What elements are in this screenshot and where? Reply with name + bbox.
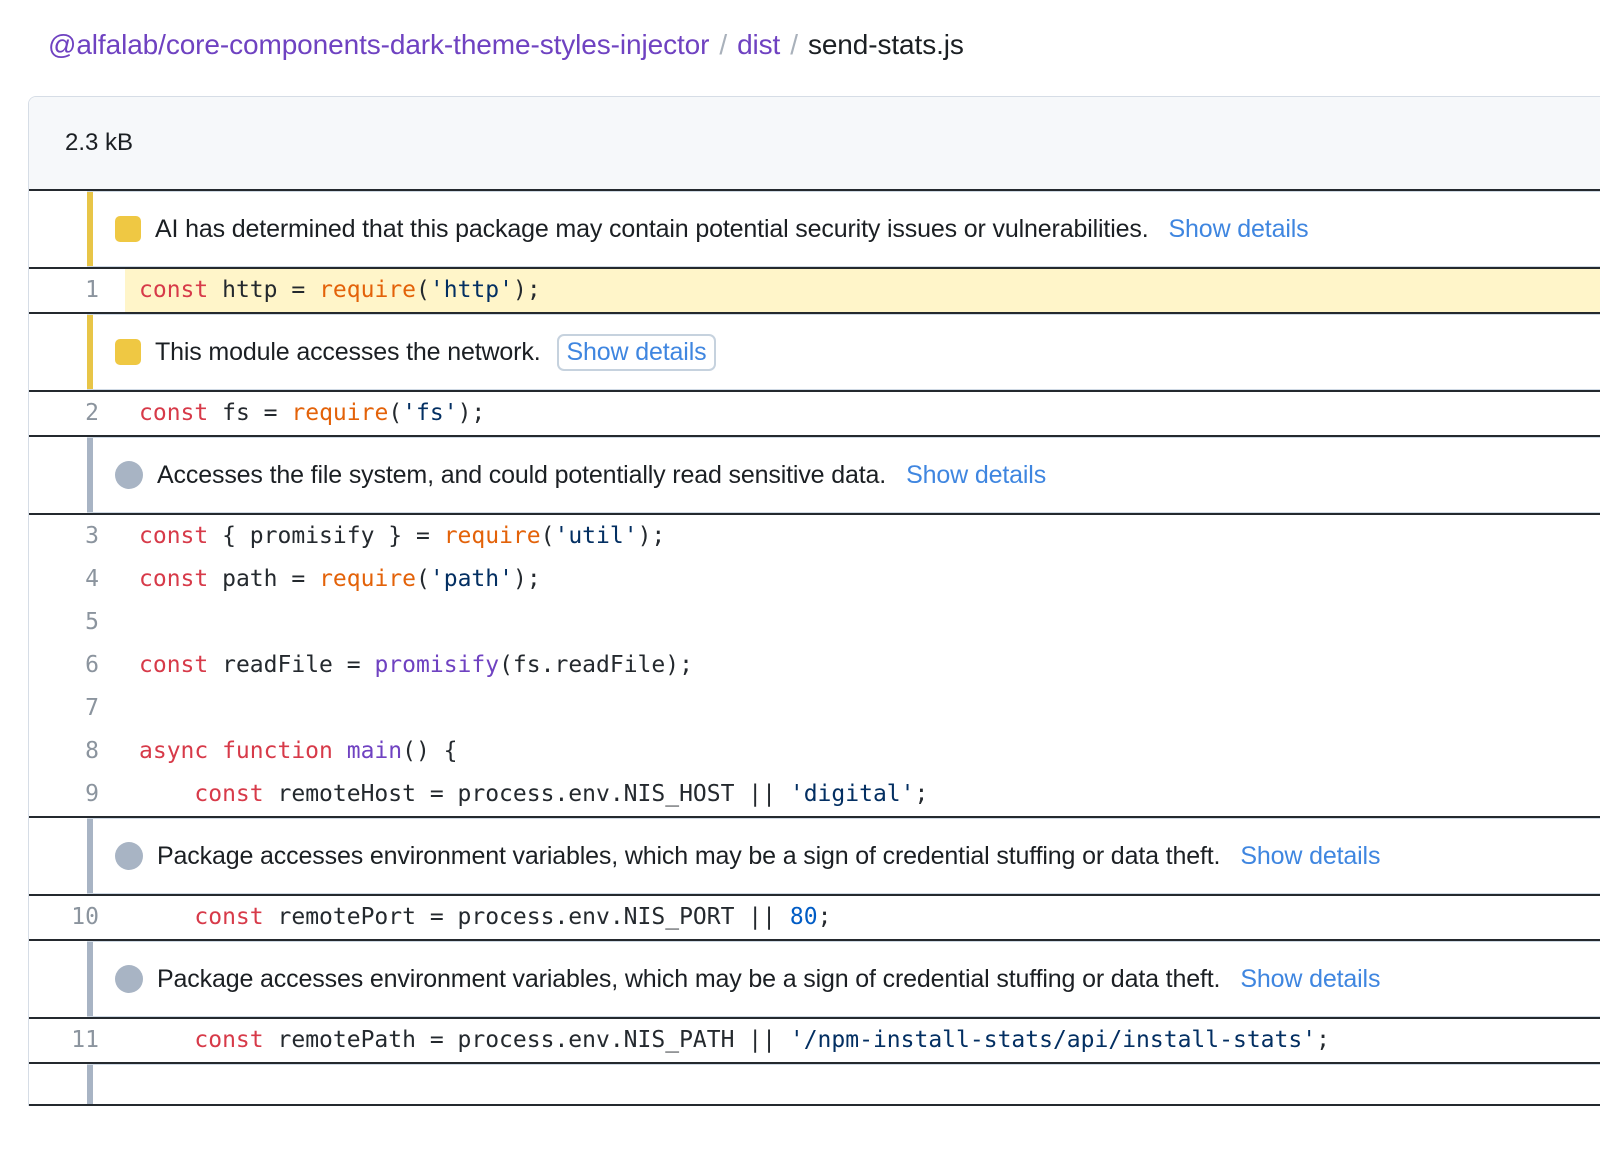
breadcrumb-separator-1: / (719, 29, 728, 60)
code-line-content[interactable] (125, 687, 1600, 730)
file-size-label: 2.3 kB (65, 129, 134, 156)
code-line-content[interactable]: const remotePort = process.env.NIS_PORT … (194, 904, 832, 930)
alert-row-env-vars-2: Package accesses environment variables, … (29, 941, 1600, 1019)
alert-row-filesystem-access: Accesses the file system, and could pote… (29, 437, 1600, 515)
show-details-link[interactable]: Show details (906, 460, 1047, 489)
breadcrumb: @alfalab/core-components-dark-theme-styl… (0, 0, 1600, 64)
code-block: 3 const { promisify } = require('util');… (29, 515, 1600, 818)
alert-message: This module accesses the network. (155, 337, 541, 366)
show-details-link[interactable]: Show details (1168, 214, 1309, 243)
alert-row-ai-security: AI has determined that this package may … (29, 191, 1600, 269)
alert-message: Package accesses environment variables, … (157, 964, 1221, 993)
info-circle-icon (115, 965, 143, 993)
code-row: 3 const { promisify } = require('util'); (29, 515, 1600, 558)
alert-accent-bar (87, 1065, 93, 1104)
line-number: 2 (29, 392, 125, 435)
alert-row-next-partial (29, 1064, 1600, 1106)
line-number: 10 (29, 896, 125, 939)
code-line-content[interactable]: const path = require('path'); (139, 566, 541, 592)
show-details-link[interactable]: Show details (1240, 964, 1381, 993)
code-line-content[interactable] (125, 601, 1600, 644)
alert-accent-bar (87, 192, 93, 266)
breadcrumb-separator-2: / (790, 29, 798, 60)
line-number: 6 (29, 644, 125, 687)
code-row: 10 const remotePort = process.env.NIS_PO… (29, 896, 1600, 941)
alert-accent-bar (87, 819, 93, 893)
file-viewer-card: 2.3 kB AI has determined that this packa… (28, 96, 1600, 1106)
line-number: 3 (29, 515, 125, 558)
code-line-content[interactable]: const fs = require('fs'); (139, 400, 486, 426)
code-line-content[interactable]: const remoteHost = process.env.NIS_HOST … (194, 781, 929, 807)
line-number: 5 (29, 601, 125, 644)
line-number: 11 (29, 1019, 125, 1062)
info-circle-icon (115, 842, 143, 870)
breadcrumb-package-link[interactable]: @alfalab/core-components-dark-theme-styl… (48, 29, 710, 60)
show-details-link[interactable]: Show details (556, 333, 717, 371)
show-details-link[interactable]: Show details (1240, 841, 1381, 870)
line-number: 1 (29, 269, 125, 312)
code-line-content[interactable]: const { promisify } = require('util'); (139, 523, 666, 549)
line-number: 7 (29, 687, 125, 730)
line-number: 4 (29, 558, 125, 601)
breadcrumb-current-file: send-stats.js (807, 29, 964, 60)
code-line-content[interactable]: async function main() { (139, 738, 458, 764)
code-row: 5 (29, 601, 1600, 644)
alert-message: AI has determined that this package may … (155, 214, 1149, 243)
alert-message: Package accesses environment variables, … (157, 841, 1221, 870)
code-row: 6 const readFile = promisify(fs.readFile… (29, 644, 1600, 687)
code-row: 8 async function main() { (29, 730, 1600, 773)
warning-square-icon (115, 339, 141, 365)
warning-square-icon (115, 216, 141, 242)
breadcrumb-folder-link[interactable]: dist (737, 29, 781, 60)
code-line-content[interactable]: const readFile = promisify(fs.readFile); (139, 652, 693, 678)
alert-message: Accesses the file system, and could pote… (157, 460, 887, 489)
alert-accent-bar (87, 438, 93, 512)
code-row: 9 const remoteHost = process.env.NIS_HOS… (29, 773, 1600, 816)
alert-accent-bar (87, 942, 93, 1016)
code-row: 4 const path = require('path'); (29, 558, 1600, 601)
line-number: 8 (29, 730, 125, 773)
code-row: 7 (29, 687, 1600, 730)
code-row: 11 const remotePath = process.env.NIS_PA… (29, 1019, 1600, 1064)
info-circle-icon (115, 461, 143, 489)
code-row: 2 const fs = require('fs'); (29, 392, 1600, 437)
file-header: 2.3 kB (29, 97, 1600, 191)
line-number: 9 (29, 773, 125, 816)
code-line-content[interactable]: const http = require('http'); (125, 269, 1600, 312)
alert-row-env-vars-1: Package accesses environment variables, … (29, 818, 1600, 896)
code-line-content[interactable]: const remotePath = process.env.NIS_PATH … (194, 1027, 1330, 1053)
alert-row-network-access: This module accesses the network. Show d… (29, 314, 1600, 392)
code-row: 1 const http = require('http'); (29, 269, 1600, 314)
alert-accent-bar (87, 315, 93, 389)
